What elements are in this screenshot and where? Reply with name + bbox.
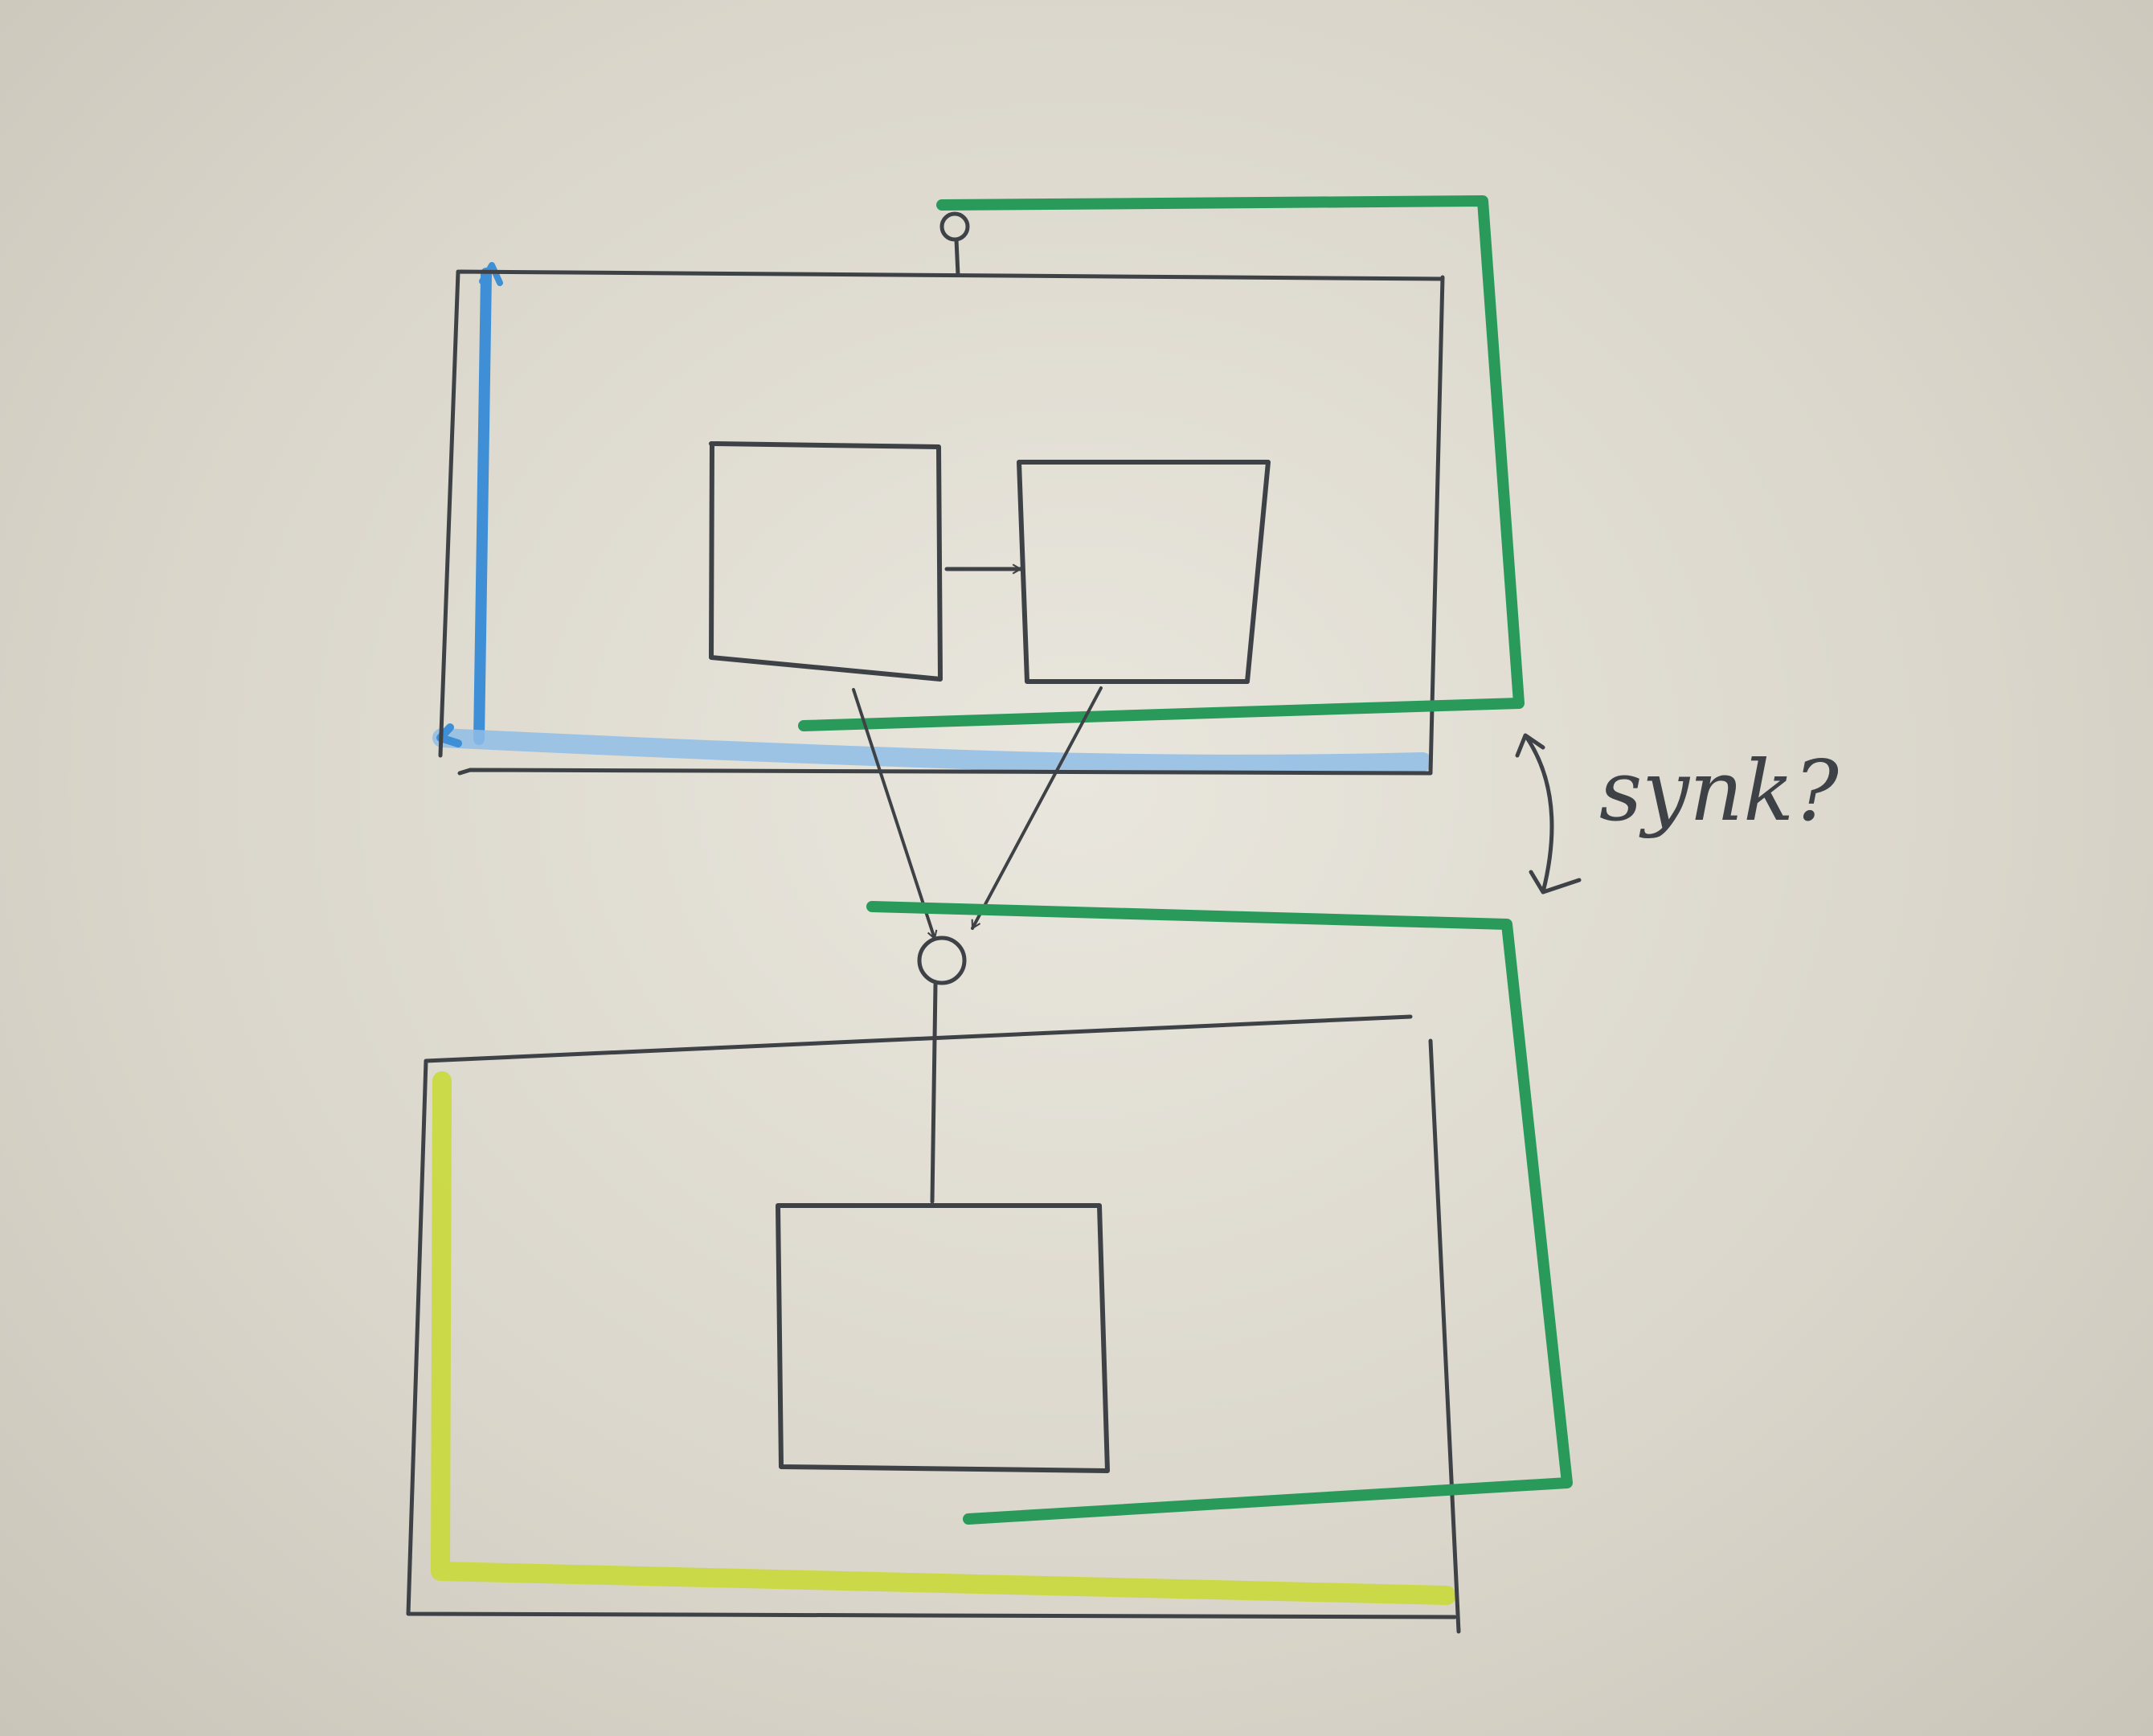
- sync-double-arrow: [1515, 733, 1582, 895]
- arrow-box-b-to-merge-node: [971, 686, 1103, 930]
- top-frame-blue-highlight: [473, 268, 492, 745]
- arrow-box-a-to-merge-node: [852, 688, 938, 941]
- sync-annotation: synk?: [1515, 733, 1840, 895]
- top-frame-border: [438, 269, 1445, 776]
- top-frame-input-stem: [954, 237, 960, 277]
- top-frame-light-blue-highlight: [432, 728, 1432, 774]
- bottom-frame-yellow-highlight: [431, 1071, 1456, 1605]
- top-frame: [432, 211, 1445, 776]
- top-frame-input-node: [939, 211, 970, 242]
- top-box-b: [1017, 460, 1271, 684]
- merge-node: [917, 936, 967, 985]
- bottom-green-loop: [866, 901, 1573, 1525]
- bottom-frame: [406, 1014, 1461, 1634]
- top-box-a: [709, 441, 943, 682]
- bottom-frame-border: [406, 1014, 1461, 1634]
- merge-node-stem: [930, 982, 938, 1204]
- bottom-box-c: [776, 1203, 1110, 1473]
- sync-label: synk?: [1599, 742, 1840, 840]
- top-green-loop: [798, 195, 1525, 731]
